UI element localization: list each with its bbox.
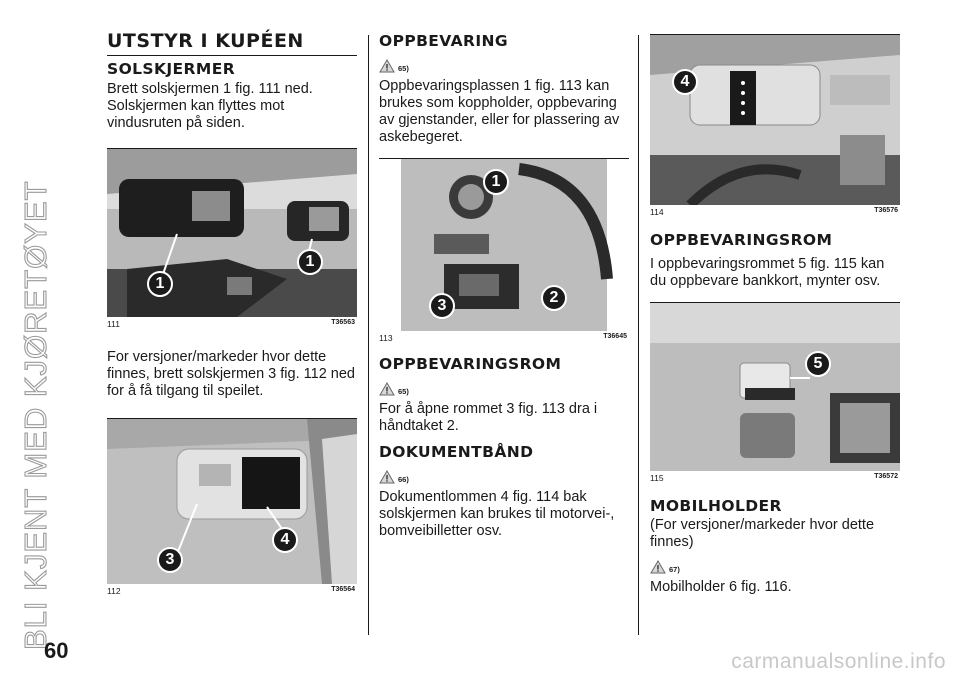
column-1: UTSTYR I KUPÉEN SOLSKJERMER Brett solskj…	[107, 30, 357, 596]
paragraph: For versjoner/markeder hvor dette finnes…	[107, 349, 355, 399]
paragraph: Brett solskjermen 1 fig. 111 ned. Solskj…	[107, 81, 313, 131]
paragraph: (For versjoner/markeder hvor dette finne…	[650, 517, 875, 550]
section-heading-solskjermer: SOLSKJERMER	[107, 60, 236, 78]
section-heading-oppbevaring: OPPBEVARING	[379, 32, 509, 50]
warning-ref-text: 66)	[398, 475, 409, 484]
figure-code: T36563	[331, 319, 355, 326]
figure-number: 113	[379, 333, 393, 343]
warning-reference: 66)	[379, 464, 629, 484]
warning-ref-text: 65)	[398, 387, 409, 396]
figure-code: T36564	[331, 586, 355, 593]
callout-1: 1	[483, 169, 509, 195]
section-heading-mobilholder: MOBILHOLDER	[650, 497, 782, 515]
figure-caption: 115 T36572	[650, 471, 900, 483]
figure-code: T36645	[603, 333, 627, 340]
main-heading: UTSTYR I KUPÉEN	[107, 30, 357, 56]
callout-3: 3	[157, 547, 183, 573]
figure-caption: 112 T36564	[107, 584, 357, 596]
figure-caption: 114 T36576	[650, 205, 900, 217]
warning-triangle-icon	[379, 59, 395, 73]
paragraph: Dokumentlommen 4 fig. 114 bak solskjerme…	[379, 489, 615, 539]
callout-1: 1	[147, 271, 173, 297]
figure-caption: 113 T36645	[379, 331, 629, 343]
warning-triangle-icon	[379, 382, 395, 396]
warning-reference: 67)	[650, 554, 900, 574]
figure-114: 4 114 T36576	[650, 34, 900, 217]
figure-code: T36572	[874, 473, 898, 480]
sun-visor-photo-112	[107, 419, 357, 584]
figure-number: 112	[107, 586, 121, 596]
figure-number: 115	[650, 473, 664, 483]
watermark: carmanualsonline.info	[731, 650, 946, 673]
page-number: 60	[44, 638, 69, 663]
column-divider	[368, 35, 369, 635]
figure-number: 111	[107, 319, 120, 329]
side-section-title: BLI KJENT MED KJØRETØYET	[17, 180, 53, 651]
warning-ref-text: 65)	[398, 64, 409, 73]
paragraph: For å åpne rommet 3 fig. 113 dra i håndt…	[379, 401, 598, 434]
paragraph: Oppbevaringsplassen 1 fig. 113 kan bruke…	[379, 78, 620, 145]
paragraph: I oppbevaringsrommet 5 fig. 115 kan du o…	[650, 256, 885, 289]
sun-visor-photo-111	[107, 149, 357, 317]
section-heading-oppbevaringsrom: OPPBEVARINGSROM	[650, 231, 833, 249]
callout-1: 1	[297, 249, 323, 275]
warning-ref-text: 67)	[669, 565, 680, 574]
figure-111: 1 1 111 T36563	[107, 148, 357, 329]
warning-reference: 65)	[379, 376, 629, 396]
column-divider	[638, 35, 639, 635]
section-heading-oppbevaringsrom: OPPBEVARINGSROM	[379, 355, 562, 373]
callout-4: 4	[272, 527, 298, 553]
callout-2: 2	[541, 285, 567, 311]
column-3: 4 114 T36576 OPPBEVARINGSROM I oppbevari…	[650, 30, 900, 596]
warning-reference: 65)	[379, 53, 629, 73]
card-storage-photo-115	[650, 303, 900, 471]
figure-112: 3 4 112 T36564	[107, 418, 357, 596]
callout-3: 3	[429, 293, 455, 319]
paragraph: Mobilholder 6 fig. 116.	[650, 579, 792, 595]
warning-triangle-icon	[379, 470, 395, 484]
column-2: OPPBEVARING 65) Oppbevaringsplassen 1 fi…	[379, 30, 629, 540]
figure-115: 5 115 T36572	[650, 302, 900, 483]
callout-4: 4	[672, 69, 698, 95]
callout-5: 5	[805, 351, 831, 377]
figure-number: 114	[650, 207, 664, 217]
figure-caption: 111 T36563	[107, 317, 357, 329]
warning-triangle-icon	[650, 560, 666, 574]
document-pocket-photo-114	[650, 35, 900, 205]
figure-code: T36576	[874, 207, 898, 214]
section-heading-dokumentband: DOKUMENTBÅND	[379, 443, 534, 461]
figure-113: 1 2 3 113 T36645	[379, 158, 629, 343]
